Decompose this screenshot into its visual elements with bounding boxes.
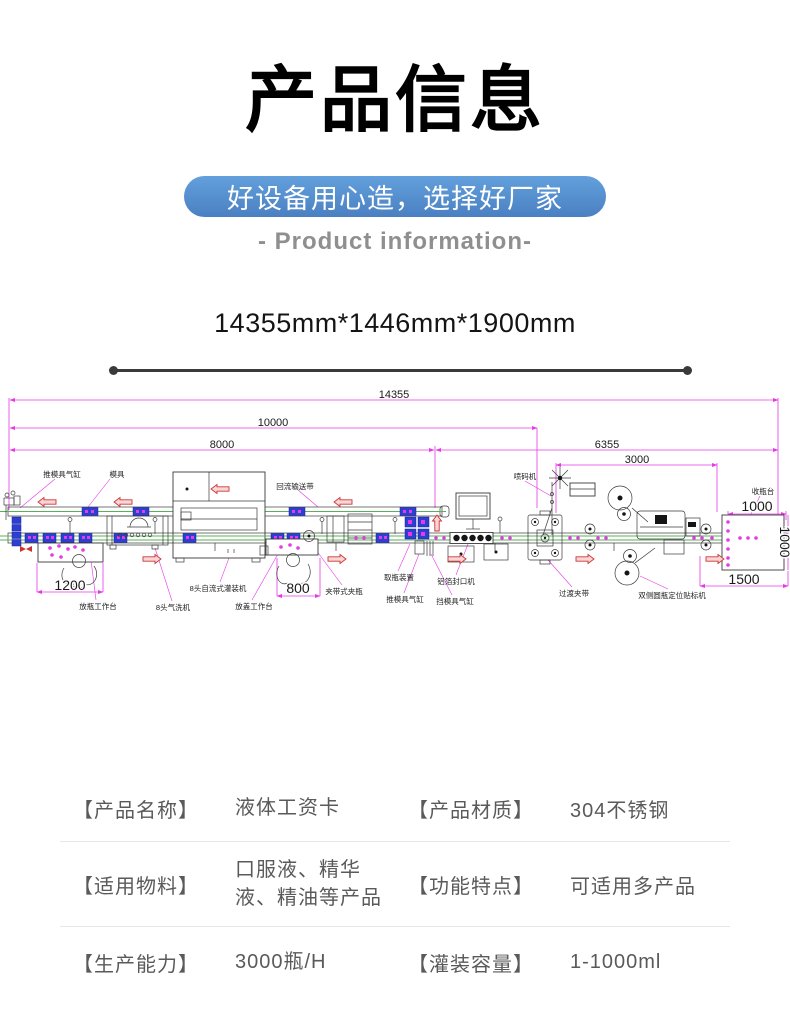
label-foil-sealing-machine: 铝箔封口机	[437, 576, 475, 586]
air-washer-machine	[106, 515, 169, 550]
spec-row-2: 【适用物料】 口服液、精华 液、精油等产品 【功能特点】 可适用多产品	[73, 842, 733, 926]
spec-value: 可适用多产品	[570, 875, 696, 898]
label-bottle-placing-table: 放瓶工作台	[79, 601, 117, 611]
label-belt-clamp: 夹带式夹瓶	[325, 586, 363, 596]
spec-label: 【灌装容量】	[408, 953, 534, 976]
spec-value: 液体工资卡	[235, 797, 340, 819]
label-inkjet-printer: 喷码机	[514, 471, 537, 481]
labeling-machine-unit	[607, 485, 712, 586]
mold-pusher-left	[3, 490, 32, 552]
flow-arrows	[37, 496, 725, 565]
dim-1500: 1500	[728, 571, 759, 587]
machine-labels: 推模具气缸 模具 回流输送带 喷码机 收瓶台 8头自流式灌装机 放瓶工作台 8头…	[43, 469, 774, 612]
spec-label: 【适用物料】	[73, 875, 199, 898]
dim-8000: 8000	[210, 439, 234, 451]
rule-dot-left	[109, 366, 118, 375]
spec-value: 3000瓶/H	[235, 951, 327, 973]
spec-row-1: 【产品名称】 液体工资卡 【产品材质】 304不锈钢	[73, 775, 733, 841]
filling-machine-body	[172, 471, 266, 563]
worker-figure-1	[61, 554, 98, 589]
row-divider	[60, 841, 730, 842]
main-conveyor-band	[0, 532, 790, 551]
inkjet-printer-unit	[542, 467, 596, 536]
dimension-lines	[9, 398, 789, 598]
page-title: 产品信息	[244, 61, 545, 141]
spec-value: 1-1000ml	[570, 950, 662, 973]
overall-dimensions-text: 14355mm*1446mm*1900mm	[214, 308, 576, 338]
foil-sealer-unit	[447, 492, 509, 563]
label-cap-placing-table: 放盖工作台	[235, 601, 273, 611]
spec-value: 304不锈钢	[570, 799, 670, 822]
collection-table-shape	[721, 514, 785, 571]
label-stop-mold-cylinder: 挡模具气缸	[436, 596, 474, 606]
label-push-mold-cylinder-left: 推模具气缸	[43, 469, 81, 479]
transition-clamp-unit	[527, 510, 563, 565]
bottle-placing-table-shape	[37, 542, 104, 563]
dim-10000: 10000	[258, 417, 289, 429]
label-labeling-machine: 双侧圆瓶定位贴标机	[638, 590, 706, 600]
label-bottle-collect-table: 收瓶台	[752, 486, 775, 496]
dim-1000-side: 1000	[777, 526, 790, 557]
spec-label: 【功能特点】	[408, 875, 534, 898]
spec-label: 【产品名称】	[73, 799, 199, 822]
page-subtitle: - Product information-	[258, 228, 532, 255]
row-divider	[60, 926, 730, 927]
belt-clamp-unit	[303, 513, 373, 545]
upper-pallets	[81, 507, 417, 516]
rule-dot-right	[683, 366, 692, 375]
dimension-rule-line	[113, 369, 691, 372]
dim-1200: 1200	[54, 577, 85, 593]
dim-1000-top: 1000	[741, 498, 772, 514]
spec-label: 【产品材质】	[408, 799, 534, 822]
label-transition-clamp: 过渡夹带	[559, 588, 589, 598]
label-mold: 模具	[110, 469, 125, 479]
spec-row-3: 【生产能力】 3000瓶/H 【灌装容量】 1-1000ml	[73, 927, 733, 997]
valve-icon	[20, 546, 32, 552]
arrow-left-in-machine	[210, 483, 230, 495]
worker-figure-2	[276, 553, 311, 588]
label-return-conveyor: 回流输送带	[276, 481, 314, 491]
dim-total: 14355	[379, 389, 410, 401]
slogan-banner: 好设备用心造，选择好厂家	[184, 176, 606, 217]
label-bottle-pickup-device: 取瓶装置	[384, 572, 414, 582]
star-wheels-left	[584, 523, 596, 551]
pickup-device	[404, 516, 434, 556]
cap-placing-table-shape	[259, 538, 319, 556]
dim-6355: 6355	[595, 439, 619, 451]
bottles-on-conveyor	[354, 536, 714, 540]
label-filling-machine: 8头自流式灌装机	[190, 583, 247, 593]
arrow-up	[431, 514, 443, 532]
dim-800: 800	[286, 580, 310, 596]
dim-3000: 3000	[625, 454, 649, 466]
dimension-texts: 14355 10000 8000 6355 3000 1000 1000 150…	[53, 388, 790, 598]
spec-label: 【生产能力】	[73, 953, 199, 976]
label-air-washer: 8头气洗机	[156, 602, 191, 612]
spec-value: 口服液、精华 液、精油等产品	[235, 859, 382, 909]
label-push-mold-cylinder-right: 推模具气缸	[386, 594, 424, 604]
lower-pallets	[24, 533, 390, 543]
production-line-diagram: 14355 10000 8000 6355 3000 1000 1000 150…	[0, 388, 790, 612]
